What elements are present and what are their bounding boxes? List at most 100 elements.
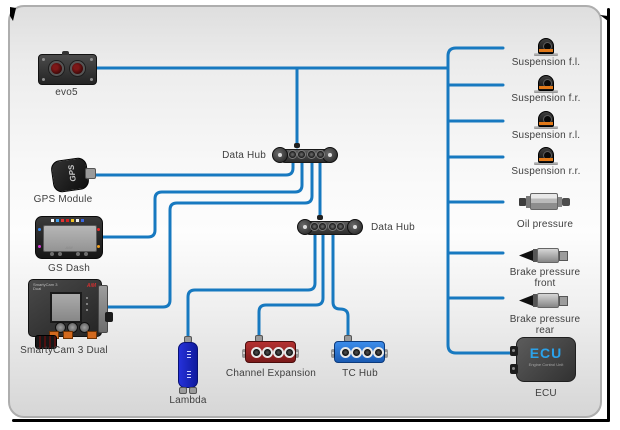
suspension-rl-device <box>533 109 559 129</box>
ecu-connector <box>510 346 518 356</box>
smartycam-label: SmartyCam 3 Dual <box>20 345 108 356</box>
orange-connector <box>63 331 73 339</box>
screw-icon <box>90 58 93 61</box>
frame-shadow-right <box>607 8 610 422</box>
side-tab <box>105 312 113 322</box>
camera-lens-icon <box>35 335 57 349</box>
aim-logo: AiM <box>86 283 96 289</box>
gps-module-label: GPS Module <box>33 194 93 205</box>
side-bracket <box>98 285 108 333</box>
suspension-rr-device <box>533 145 559 165</box>
evo5-label: evo5 <box>55 87 78 98</box>
led-icon <box>38 228 41 231</box>
suspension-rl-label: Suspension r.l. <box>511 130 581 141</box>
gs-dash-logo: AiM <box>65 245 73 250</box>
indicator-dot <box>86 303 88 305</box>
lambda-marks <box>187 351 191 352</box>
brake-pressure-front-label: Brake pressure front <box>509 267 581 289</box>
gps-connector-stub <box>85 168 96 179</box>
side-tab <box>242 349 246 358</box>
ecu-connector <box>510 364 518 374</box>
corner-mark-top-right <box>600 15 608 21</box>
hub-port <box>351 347 362 358</box>
ecu-device-text: ECU <box>529 345 563 361</box>
diagram-panel <box>8 5 602 418</box>
hub-port <box>297 150 306 159</box>
screw-icon <box>42 78 45 81</box>
led-icon <box>97 228 100 231</box>
brake-pressure-rear-label: Brake pressure rear <box>509 314 581 336</box>
wire-tc-hub <box>331 231 350 339</box>
hub-port <box>284 347 295 358</box>
hub-top-port <box>317 215 323 220</box>
wire-lambda <box>186 231 317 340</box>
corner-mark-top-left <box>10 7 16 21</box>
oil-pressure-device <box>519 192 571 211</box>
data-hub-1-label: Data Hub <box>222 150 266 161</box>
camera-button <box>79 322 90 333</box>
led-icon <box>97 245 100 248</box>
lambda-label: Lambda <box>169 395 207 406</box>
screw-icon <box>90 78 93 81</box>
ecu-label: ECU <box>535 388 557 399</box>
channel-expansion-device <box>242 341 299 363</box>
gs-dash-device: AiM <box>35 216 103 259</box>
hub-endcap <box>272 147 288 163</box>
indicator-dot <box>86 297 88 299</box>
indicator-dot <box>86 309 88 311</box>
data-hub-2-device <box>297 215 363 235</box>
tc-hub-device <box>331 341 388 363</box>
hub-port <box>318 222 327 231</box>
screw-icon <box>42 58 45 61</box>
hub-port <box>362 347 373 358</box>
hub-endcap <box>322 147 338 163</box>
data-hub-1-device <box>272 143 338 163</box>
button-dot <box>50 252 54 256</box>
gs-dash-screen <box>43 225 97 252</box>
smartycam-device-text: SmartyCam 3 Dual <box>33 282 58 291</box>
suspension-fr-device <box>533 73 559 93</box>
lambda-device <box>178 342 198 388</box>
camera-button <box>55 322 66 333</box>
evo5-connector-2 <box>70 61 85 76</box>
wire-channel-expansion <box>257 231 325 339</box>
hub-top-port <box>294 143 300 148</box>
side-tab <box>331 349 335 358</box>
orange-connector <box>87 331 97 339</box>
wire-gsdash <box>100 158 304 239</box>
hub-port <box>262 347 273 358</box>
hub-port <box>273 347 284 358</box>
ecu-device: ECU Engine Control Unit <box>510 337 576 382</box>
smartycam-screen <box>50 292 82 323</box>
led-icon <box>38 245 41 248</box>
lambda-marks <box>187 371 191 372</box>
hub-endcap <box>347 219 363 235</box>
evo5-device <box>38 51 97 85</box>
hub-port <box>336 222 345 231</box>
tc-hub-label: TC Hub <box>342 368 378 379</box>
lambda-bottom-stub <box>189 387 197 394</box>
hub-port <box>288 150 297 159</box>
frame-shadow-bottom <box>12 419 610 422</box>
gs-dash-label: GS Dash <box>48 263 90 274</box>
hub-port <box>251 347 262 358</box>
wire-gps <box>88 158 295 177</box>
brake-pressure-front-device <box>519 246 571 264</box>
gps-device-text: GPS <box>66 164 78 183</box>
evo5-connector-1 <box>49 61 64 76</box>
channel-expansion-label: Channel Expansion <box>225 368 317 379</box>
button-dot <box>84 252 88 256</box>
brake-pressure-rear-device <box>519 291 571 309</box>
wire-smartycam <box>106 158 314 309</box>
suspension-rr-label: Suspension r.r. <box>511 166 581 177</box>
evo5-antenna-nub <box>62 51 69 55</box>
button-dot <box>58 252 62 256</box>
hub-port <box>307 150 316 159</box>
ecu-device-subtext: Engine Control Unit <box>528 362 564 367</box>
lambda-bottom-stub <box>179 387 187 394</box>
gs-dash-top-leds <box>51 219 84 222</box>
button-dot <box>76 252 80 256</box>
suspension-fl-device <box>533 36 559 56</box>
